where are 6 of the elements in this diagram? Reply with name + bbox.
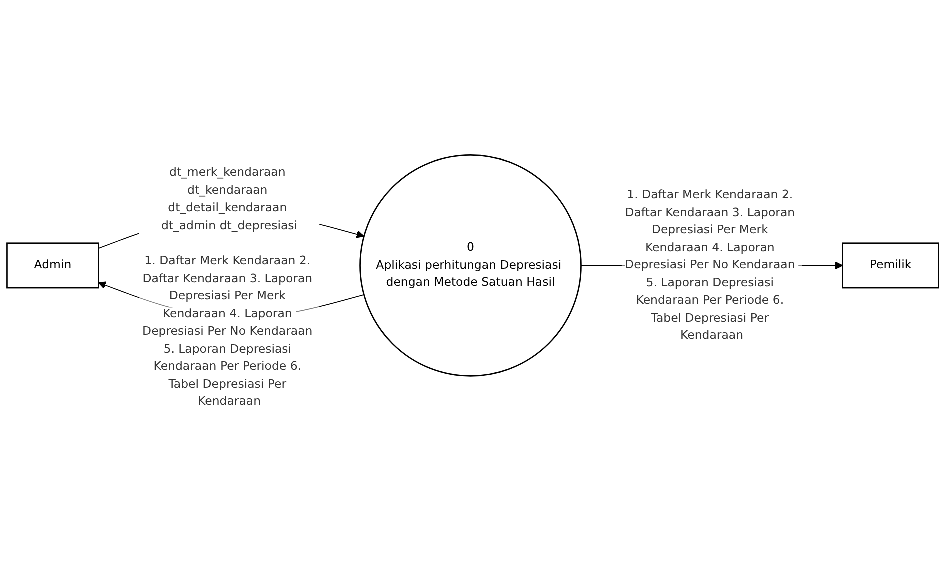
edge-label: dt_merk_kendaraan dt_kendaraan dt_detail_kendaraan dt_admin dt_depresiasi — [161, 166, 298, 232]
node-circle: 0 Aplikasi perhitungan Depresiasi dengan Metode Satuan Hasil — [360, 154, 582, 377]
edge-label: 1. Daftar Merk Kendaraan 2. Daftar Kendaraan 3. Laporan Depresiasi Per Merk Kendaraan 4. Laporan Depresiasi Per No Kendaraan 5. Laporan Depresiasi Kendaraan Per Periode 6. Tabel Depresiasi Per Kendaraan — [625, 188, 796, 342]
node-box: Pemilik — [842, 242, 940, 289]
node-box: Admin — [6, 242, 100, 289]
edge-label: 1. Daftar Merk Kendaraan 2. Daftar Kendaraan 3. Laporan Depresiasi Per Merk Kendaraan 4. Laporan Depresiasi Per No Kendaraan 5. Laporan Depresiasi Kendaraan Per Periode 6. Tabel Depresiasi Per Kendaraan — [142, 254, 313, 409]
